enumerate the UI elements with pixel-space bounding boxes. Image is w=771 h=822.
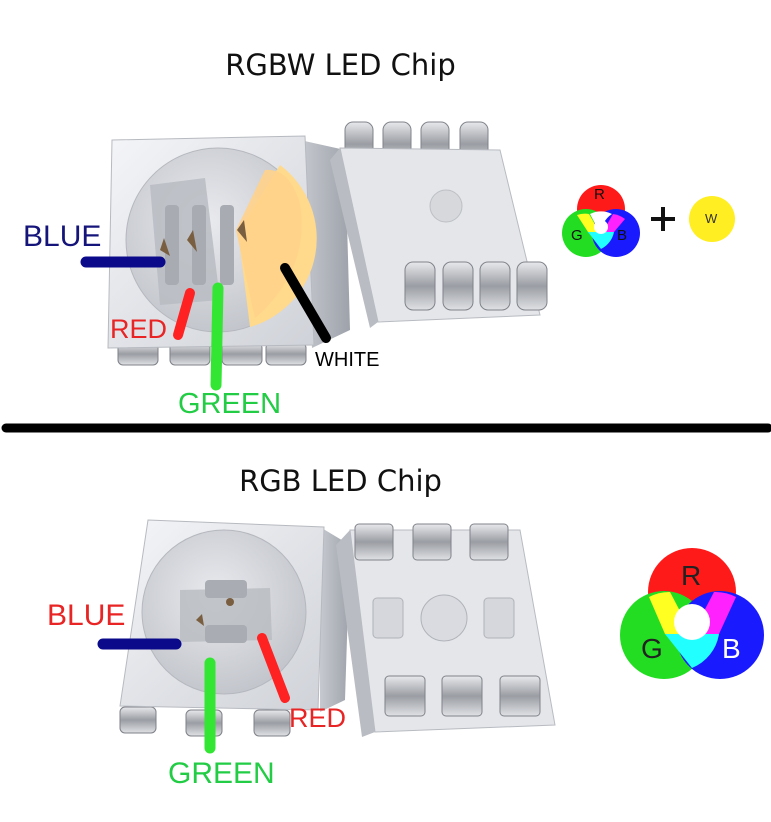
rgbw-white-label: WHITE xyxy=(315,349,380,371)
rgbw-red-label: RED xyxy=(110,314,168,344)
rgb-color-badge xyxy=(620,548,764,679)
badge-bottom-g: G xyxy=(641,633,663,664)
rgb-title: RGB LED Chip xyxy=(239,464,442,498)
rgbw-front-chip xyxy=(107,135,350,366)
rgbw-blue-label: BLUE xyxy=(23,220,102,253)
badge-top-w: W xyxy=(705,211,718,226)
rgbw-red-wire xyxy=(173,288,195,340)
rgb-green-label: GREEN xyxy=(168,757,275,790)
white-led-indicator xyxy=(689,196,735,242)
rgb-red-wire xyxy=(257,633,290,703)
rgbw-title: RGBW LED Chip xyxy=(225,48,456,82)
rgbw-green-wire xyxy=(210,282,224,391)
rgb-red-label: RED xyxy=(289,703,347,733)
rgbw-color-badge xyxy=(562,185,735,257)
badge-top-b: B xyxy=(617,227,628,244)
rgbw-back-chip xyxy=(330,121,548,328)
rgbw-white-wire xyxy=(280,263,331,343)
badge-bottom-b: B xyxy=(722,633,741,664)
badge-bottom-r: R xyxy=(681,560,702,591)
badge-top-r: R xyxy=(594,186,605,203)
badge-top-g: G xyxy=(571,227,583,244)
rgb-back-chip xyxy=(336,523,556,737)
rgb-blue-label: BLUE xyxy=(47,599,126,632)
rgbw-green-label: GREEN xyxy=(178,388,282,420)
